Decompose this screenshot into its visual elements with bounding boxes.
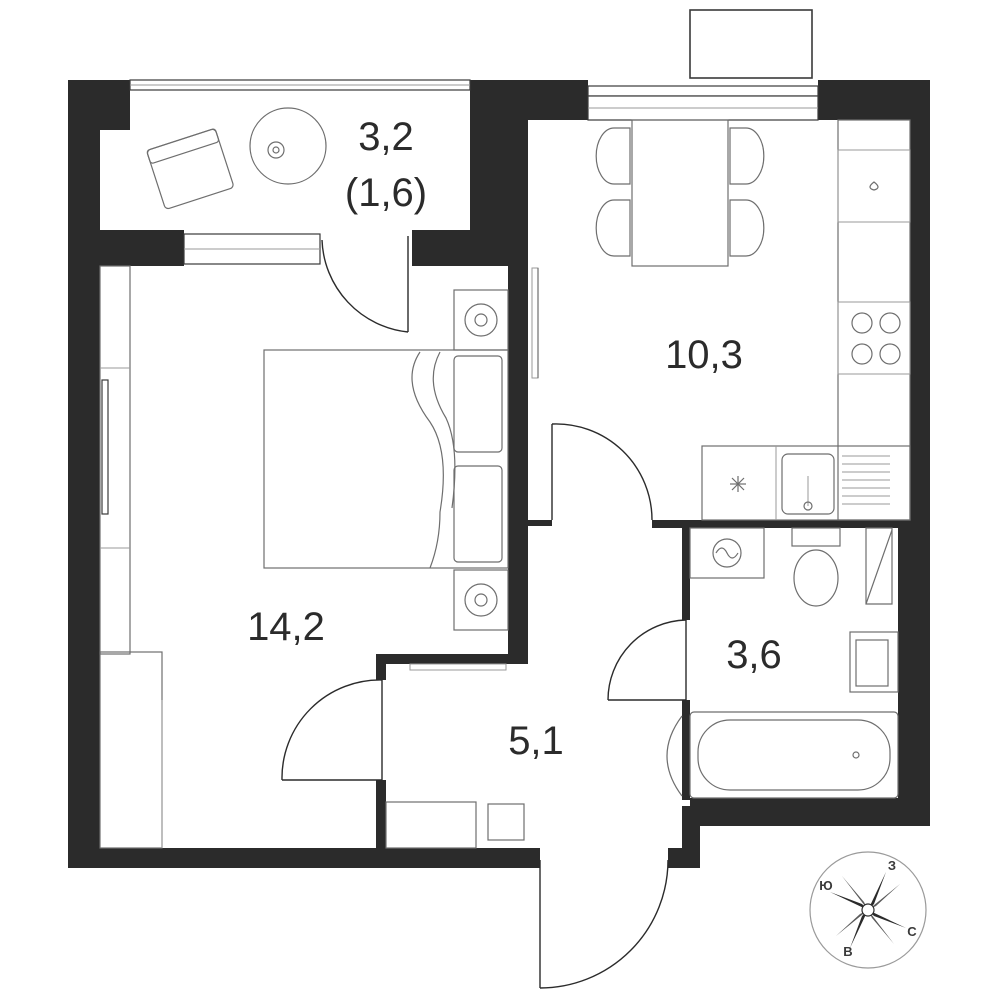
bathroom-area-label: 3,6	[726, 633, 782, 677]
doors	[281, 236, 687, 989]
bedroom-area-label: 14,2	[247, 605, 325, 649]
kitchen-furniture	[531, 119, 911, 521]
compass-south-label: Ю	[819, 878, 832, 893]
walls	[68, 80, 930, 868]
sink-drain-lines	[842, 455, 890, 505]
balcony-furniture	[146, 107, 327, 210]
balcony-reduced-area-label: (1,6)	[345, 171, 427, 215]
hallway-furniture	[385, 663, 525, 849]
area-labels: 3,2 (1,6) 10,3 14,2 5,1 3,6	[247, 115, 782, 763]
hallway-area-label: 5,1	[508, 719, 564, 763]
bedroom-furniture	[99, 265, 509, 849]
kitchen-area-label: 10,3	[665, 333, 743, 377]
compass-north-label: С	[907, 924, 917, 939]
balcony-area-label: 3,2	[358, 115, 414, 159]
compass-west-label: З	[888, 858, 896, 873]
compass-east-label: В	[843, 944, 852, 959]
windows	[101, 9, 819, 515]
bathroom-fixtures	[666, 527, 899, 799]
compass-rose-icon: З Ю С В	[809, 851, 927, 969]
snowflake-icon	[730, 476, 746, 492]
